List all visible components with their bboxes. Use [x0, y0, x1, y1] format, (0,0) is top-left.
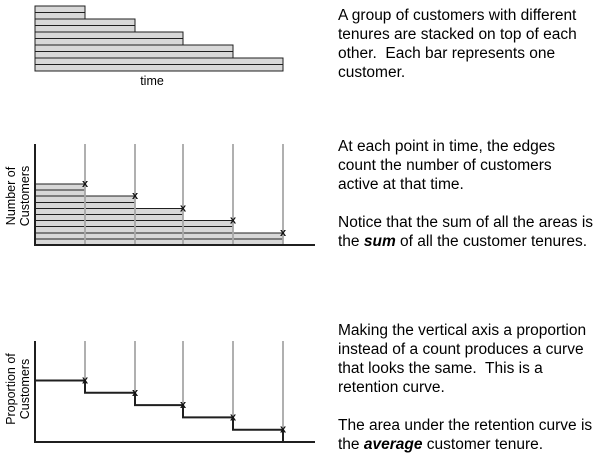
caption-line: the sum of all the customer tenures. — [338, 232, 615, 251]
tenure-bar — [34, 5, 86, 13]
caption-text: other. Each bar represents one — [338, 45, 556, 62]
caption-stacked-tenures: A group of customers with different tenur… — [338, 6, 615, 82]
caption-text: instead of a count produces a curve — [338, 341, 584, 358]
caption-text: customer. — [338, 64, 406, 81]
proportion-mark: x — [82, 375, 89, 387]
count-mark: x — [230, 215, 237, 227]
caption-paragraph: At each point in time, the edges count th… — [338, 137, 615, 194]
tenure-bar — [34, 226, 234, 234]
retention-curve — [36, 379, 284, 442]
caption-text: At each point in time, the edges — [338, 138, 556, 155]
caption-text: active at that time. — [338, 176, 464, 193]
proportion-mark: x — [132, 387, 139, 399]
tenure-bar — [34, 51, 234, 59]
caption-text: A group of customers with different — [338, 7, 577, 24]
caption-line: instead of a count produces a curve — [338, 340, 615, 359]
caption-line: Making the vertical axis a proportion — [338, 321, 615, 340]
y-axis-label-number-of-customers: Number of Customers — [4, 165, 32, 227]
tenure-bar — [34, 207, 184, 215]
count-mark: x — [132, 190, 139, 202]
count-mark: x — [82, 178, 89, 190]
tenure-bar — [34, 220, 234, 228]
caption-text: the — [338, 233, 364, 250]
caption-line: Notice that the sum of all the areas is — [338, 213, 615, 232]
tenure-bar — [34, 64, 284, 72]
caption-emphasis: average — [363, 436, 423, 453]
caption-line: retention curve. — [338, 378, 615, 397]
tenure-bar — [34, 57, 284, 65]
caption-line: tenures are stacked on top of each — [338, 25, 615, 44]
tenure-bar — [34, 189, 86, 197]
caption-paragraph: A group of customers with different tenur… — [338, 6, 615, 82]
proportion-mark: x — [230, 411, 237, 423]
proportion-mark: x — [180, 399, 187, 411]
tenure-bar — [34, 38, 184, 46]
tenure-bar — [34, 44, 234, 52]
caption-text: of all the customer tenures. — [395, 233, 587, 250]
caption-line: the average customer tenure. — [338, 435, 615, 454]
caption-text: retention curve. — [338, 379, 445, 396]
caption-line: A group of customers with different — [338, 6, 615, 25]
caption-line: other. Each bar represents one — [338, 44, 615, 63]
caption-line: count the number of customers — [338, 156, 615, 175]
tenure-bar — [34, 31, 184, 39]
caption-emphasis: sum — [363, 233, 396, 250]
caption-line: The area under the retention curve is — [338, 416, 615, 435]
caption-line: that looks the same. This is a — [338, 359, 615, 378]
caption-text: count the number of customers — [338, 157, 552, 174]
caption-text: tenures are stacked on top of each — [338, 26, 577, 43]
proportion-mark: x — [280, 424, 287, 436]
caption-line: At each point in time, the edges — [338, 137, 615, 156]
caption-text: Making the vertical axis a proportion — [338, 322, 587, 339]
caption-line: active at that time. — [338, 175, 615, 194]
caption-line: customer. — [338, 63, 615, 82]
tenure-bar — [34, 214, 184, 222]
caption-retention-curve: Making the vertical axis a proportion ins… — [338, 321, 615, 454]
caption-text: The area under the retention curve is — [338, 417, 593, 434]
count-mark: x — [280, 227, 287, 239]
caption-text: Notice that the sum of all the areas is — [338, 214, 594, 231]
x-axis-label-time: time — [140, 74, 164, 88]
tenure-bar — [34, 12, 86, 20]
caption-text: the — [338, 436, 364, 453]
caption-paragraph: Making the vertical axis a proportion ins… — [338, 321, 615, 397]
caption-edge-counts: At each point in time, the edges count th… — [338, 137, 615, 251]
count-mark: x — [180, 202, 187, 214]
tenure-bar — [34, 18, 136, 26]
caption-text: customer tenure. — [422, 436, 544, 453]
tenure-bar — [34, 183, 86, 191]
caption-text: that looks the same. This is a — [338, 360, 543, 377]
y-axis-label-proportion-of-customers: Proportion of Customers — [4, 353, 32, 425]
tenure-bar — [34, 25, 136, 33]
tenure-bar — [34, 232, 284, 240]
